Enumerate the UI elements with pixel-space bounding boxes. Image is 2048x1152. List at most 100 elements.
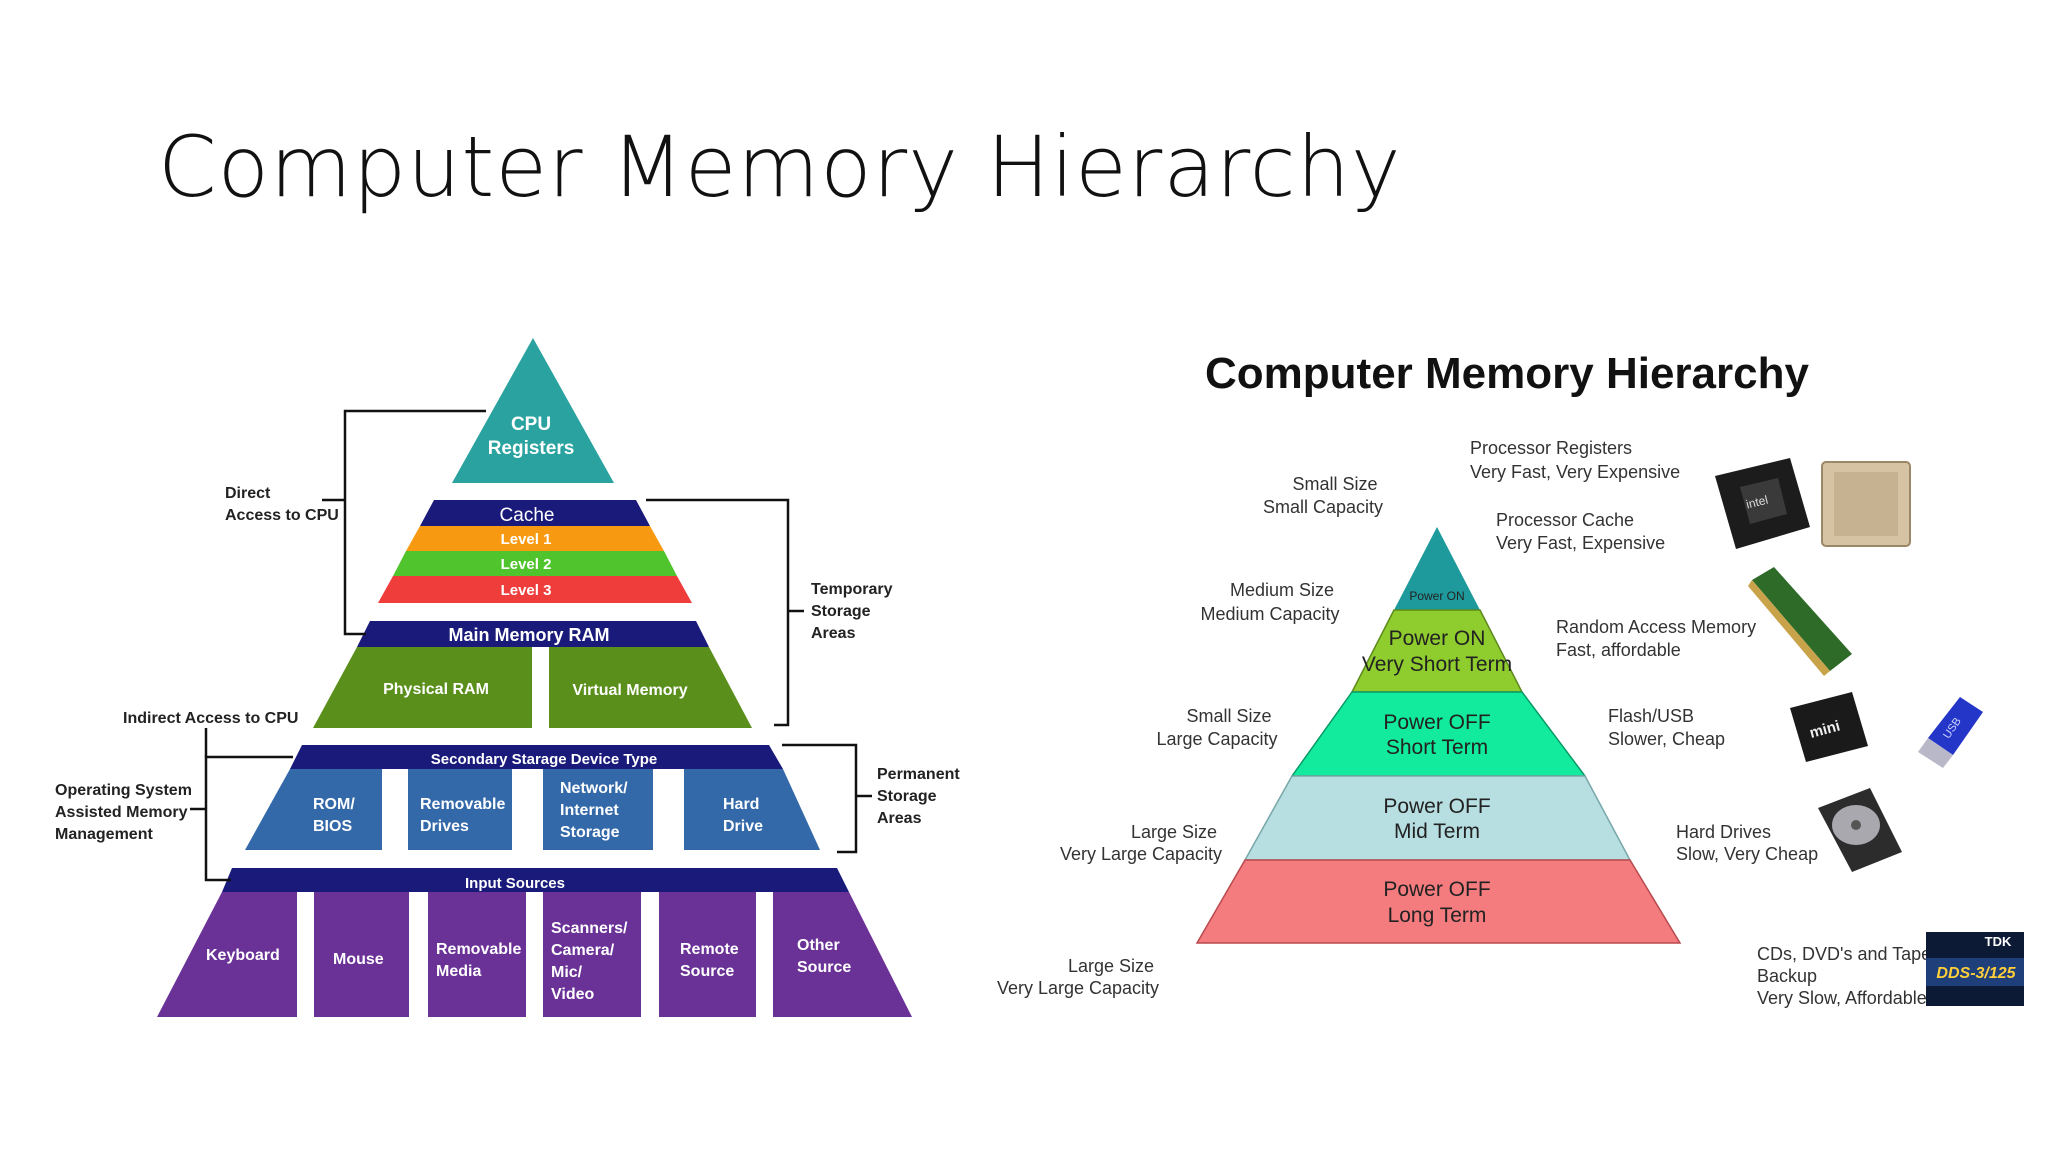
keyboard-cell — [157, 892, 297, 1017]
rom-line-1: ROM/ — [313, 796, 355, 813]
hard-drive-spindle — [1851, 820, 1861, 830]
cache-level-3-label: Level 3 — [501, 582, 552, 599]
flash-card-body — [1790, 692, 1868, 762]
layer-mid-term — [1243, 775, 1632, 861]
speed-0-line-2: Very Fast, Very Expensive — [1470, 462, 1680, 482]
other-source-cell — [773, 892, 912, 1017]
removable-media-line-2: Media — [436, 963, 481, 980]
remote-source-cell — [659, 892, 756, 1017]
secondary-title: Secondary Starage Device Type — [431, 751, 658, 768]
speed-0-line-1: Processor Registers — [1470, 438, 1632, 458]
os-line-3: Management — [55, 826, 153, 843]
speed-2-line-1: Random Access Memory — [1556, 617, 1756, 637]
main-memory-header — [357, 621, 709, 647]
cpu-registers-tier — [452, 338, 614, 483]
removable-media-cell — [428, 892, 526, 1017]
cache-tier: Cache Level 1 Level 2 Level 3 — [378, 500, 692, 603]
hard-drive-line-2: Drive — [723, 818, 763, 835]
cpu-chip-die — [1740, 478, 1787, 524]
layer-4-line-1: Power OFF — [1383, 878, 1490, 901]
capacity-0-line-1: Small Size — [1292, 474, 1377, 494]
rom-line-2: BIOS — [313, 818, 352, 835]
hard-drive-image — [1818, 788, 1902, 872]
usb-stick-connector — [1918, 738, 1953, 768]
right-diagram-title: Computer Memory Hierarchy — [1205, 349, 1809, 398]
physical-ram-cell — [313, 647, 532, 728]
removable-media-line-1: Removable — [436, 941, 521, 958]
layer-labels: Power ON Power ON Very Short Term Power … — [1362, 589, 1512, 927]
speed-3-line-1: Flash/USB — [1608, 706, 1694, 726]
speed-5-line-2: Backup — [1757, 966, 1817, 986]
cpu-package-lid — [1834, 472, 1898, 536]
permanent-line-2: Storage — [877, 788, 937, 805]
cache-level-1 — [406, 526, 664, 551]
removable-drives-line-2: Drives — [420, 818, 469, 835]
scanners-line-1: Scanners/ — [551, 920, 628, 937]
capacity-4-line-2: Very Large Capacity — [997, 978, 1159, 998]
flash-card-image: mini — [1790, 692, 1868, 762]
layer-short-term — [1290, 691, 1587, 777]
scanners-line-4: Video — [551, 986, 595, 1003]
layer-3-line-1: Power OFF — [1383, 795, 1490, 818]
mouse-cell — [314, 892, 409, 1017]
temporary-line-1: Temporary — [811, 581, 893, 598]
cpu-chip-image: intel — [1715, 458, 1810, 549]
permanent-storage-bracket — [782, 743, 858, 854]
speed-4-line-2: Slow, Very Cheap — [1676, 844, 1818, 864]
usb-stick-image: USB — [1918, 697, 1983, 768]
mouse-label: Mouse — [333, 951, 384, 968]
input-sources-tier: Input Sources Keyboard Mouse Removable M… — [157, 868, 912, 1017]
left-side-labels: Direct Access to CPU Temporary Storage A… — [55, 485, 960, 843]
os-line-1: Operating System — [55, 782, 192, 799]
speed-4-line-1: Hard Drives — [1676, 822, 1771, 842]
capacity-4-line-1: Large Size — [1068, 956, 1154, 976]
scanners-cell — [543, 892, 641, 1017]
temporary-storage-bracket — [646, 498, 790, 727]
capacity-labels: Small Size Small Capacity Medium Size Me… — [997, 474, 1383, 998]
speed-labels: Processor Registers Very Fast, Very Expe… — [1470, 438, 1931, 1008]
physical-ram-label: Physical RAM — [383, 681, 489, 698]
permanent-line-1: Permanent — [877, 766, 960, 783]
input-title: Input Sources — [465, 875, 565, 892]
network-line-3: Storage — [560, 824, 620, 841]
virtual-memory-cell — [549, 647, 752, 728]
cache-level-3 — [378, 576, 692, 603]
hard-drive-cell — [684, 769, 820, 850]
speed-2-line-2: Fast, affordable — [1556, 640, 1681, 660]
os-line-2: Assisted Memory — [55, 804, 188, 821]
cache-header — [420, 500, 650, 526]
speed-3-line-2: Slower, Cheap — [1608, 729, 1725, 749]
speed-5-line-1: CDs, DVD's and Tape — [1757, 944, 1931, 964]
main-memory-tier: Main Memory RAM Physical RAM Virtual Mem… — [313, 621, 752, 728]
layer-1-line-1: Power ON — [1389, 627, 1486, 650]
secondary-header — [290, 745, 783, 769]
capacity-1-line-1: Medium Size — [1230, 580, 1334, 600]
indirect-access-bracket — [204, 755, 293, 882]
ram-module-contacts — [1748, 580, 1830, 676]
other-source-line-2: Source — [797, 959, 851, 976]
tape-model: DDS-3/125 — [1936, 965, 2016, 982]
cpu-registers-label: CPU Registers — [488, 414, 575, 459]
temporary-line-2: Storage — [811, 603, 871, 620]
layer-power-on — [1394, 527, 1480, 610]
tape-cartridge-stripe — [1926, 958, 2024, 986]
left-pyramid: CPU Registers Cache Level 1 Level 2 Leve… — [55, 338, 960, 1017]
cpu-line-1: CPU — [511, 414, 551, 435]
network-line-2: Internet — [560, 802, 619, 819]
layer-4-line-2: Long Term — [1388, 904, 1487, 927]
right-pyramid: Computer Memory Hierarchy Power ON Power… — [997, 349, 2024, 1008]
cache-title: Cache — [500, 505, 555, 526]
capacity-2-line-2: Large Capacity — [1156, 729, 1277, 749]
temporary-line-3: Areas — [811, 625, 856, 642]
cpu-chip-brand: intel — [1745, 493, 1770, 512]
rom-bios-cell — [245, 769, 382, 850]
capacity-3-line-1: Large Size — [1131, 822, 1217, 842]
cpu-line-2: Registers — [488, 438, 575, 459]
speed-1-line-1: Processor Cache — [1496, 510, 1634, 530]
secondary-storage-tier: Secondary Starage Device Type ROM/ BIOS … — [245, 745, 820, 850]
ram-module-board — [1752, 567, 1852, 671]
hard-drive-line-1: Hard — [723, 796, 759, 813]
layer-0-label: Power ON — [1409, 589, 1464, 603]
